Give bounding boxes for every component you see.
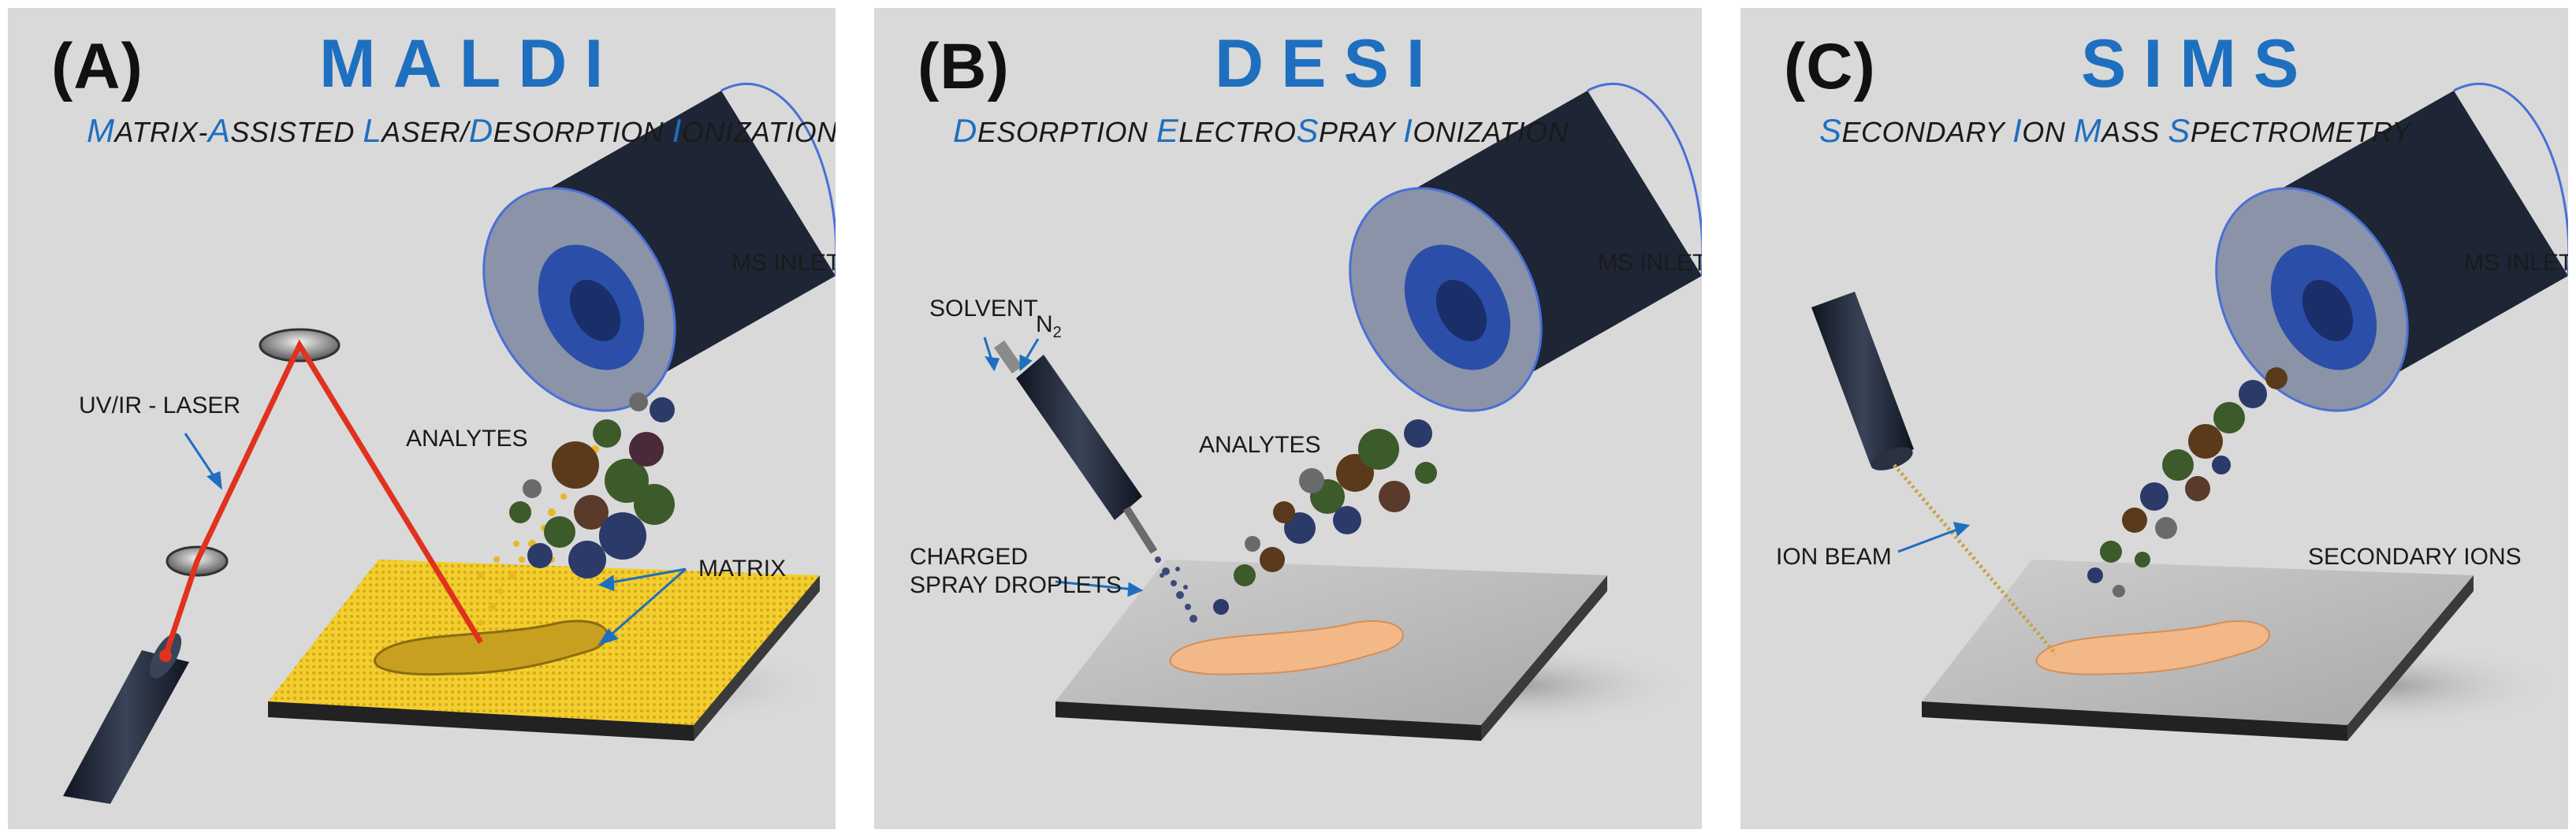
subtitle-word-rest: PRAY — [1318, 116, 1404, 148]
ms-inlet-label: MS INLET — [1598, 250, 1702, 276]
subtitle-word-rest: SSISTED — [230, 116, 363, 148]
subtitle-word-rest: ESORPTION — [493, 116, 672, 148]
sims-illustration — [1811, 83, 2568, 741]
sample-tissue — [2035, 620, 2270, 675]
slide-edge — [268, 701, 694, 741]
panel-letter: (A) — [51, 31, 143, 102]
technique-acronym: MALDI — [319, 26, 621, 102]
label-arrows — [983, 337, 1144, 597]
highlighted-initial: E — [1156, 112, 1179, 149]
panel-letter: (B) — [918, 31, 1010, 102]
ion-gun — [1811, 292, 1914, 471]
ms-inlet-label: MS INLET — [731, 250, 836, 276]
label-arrows — [184, 433, 687, 645]
ms-inlet-label: MS INLET — [2464, 250, 2568, 276]
droplets-label-line2: SPRAY DROPLETS — [910, 572, 1122, 598]
sample-tissue — [1169, 620, 1404, 675]
highlighted-initial: D — [953, 112, 977, 149]
technique-full-name: SECONDARY ION MASS SPECTROMETRY — [1819, 112, 2411, 150]
technique-acronym: DESI — [1215, 26, 1442, 102]
slide-edge-side — [694, 575, 820, 741]
analyte-spheres — [509, 392, 675, 578]
slide-edge — [1922, 701, 2347, 741]
highlighted-initial: I — [672, 112, 682, 149]
subtitle-word-rest: ECONDARY — [1841, 116, 2013, 148]
highlighted-initial: D — [468, 112, 493, 149]
highlighted-initial: S — [1296, 112, 1319, 149]
panel-sims: (C) SIMS SECONDARY ION MASS SPECTROMETRY… — [1740, 8, 2568, 829]
highlighted-initial: S — [2168, 112, 2191, 149]
analytes-label: ANALYTES — [406, 426, 528, 452]
ms-inlet — [482, 83, 836, 412]
n2-label: N2 — [1036, 311, 1062, 341]
technique-full-name: MATRIX-ASSISTED LASER/DESORPTION IONIZAT… — [87, 112, 836, 150]
panel-letter: (C) — [1784, 31, 1876, 102]
solvent-label: SOLVENT — [929, 296, 1038, 322]
subtitle-word-rest: ON — [2022, 116, 2074, 148]
highlighted-initial: L — [363, 112, 382, 149]
subtitle-word-rest: ESORPTION — [977, 116, 1156, 148]
subtitle-word-rest: ASER/ — [382, 116, 469, 148]
highlighted-initial: I — [2012, 112, 2023, 149]
slide-edge-side — [1481, 575, 1607, 741]
ion-beam — [1893, 463, 2057, 656]
slide-edge-side — [2347, 575, 2474, 741]
panel-desi: (B) DESI DESORPTION ELECTROSPRAY IONIZAT… — [874, 8, 1702, 829]
highlighted-initial: M — [87, 112, 115, 149]
secondary-ion-spheres — [2087, 367, 2288, 597]
subtitle-word-rest: ASS — [2101, 116, 2168, 148]
highlighted-initial: A — [207, 112, 231, 149]
laser-label: UV/IR - LASER — [79, 392, 241, 418]
subtitle-word-rest: PECTROMETRY — [2190, 116, 2411, 148]
laser-source — [63, 633, 189, 804]
spray-droplets — [1155, 556, 1197, 623]
secondary-ions-label: SECONDARY IONS — [2308, 544, 2522, 570]
subtitle-word-rest: ATRIX- — [114, 116, 208, 148]
droplets-label-line1: CHARGED — [910, 544, 1029, 570]
technique-full-name: DESORPTION ELECTROSPRAY IONIZATION — [953, 112, 1569, 150]
esi-sprayer — [993, 340, 1158, 554]
subtitle-word-rest: ONIZATION — [681, 116, 836, 148]
ms-inlet — [1349, 83, 1702, 412]
subtitle-word-rest: ONIZATION — [1413, 116, 1569, 148]
laser-beam — [162, 339, 483, 657]
sample-tissue — [374, 619, 609, 676]
analyte-spheres — [1213, 419, 1437, 615]
ms-inlet — [2215, 83, 2568, 412]
panel-maldi: (A) MALDI MATRIX-ASSISTED LASER/DESORPTI… — [8, 8, 836, 829]
subtitle-word-rest: LECTRO — [1178, 116, 1297, 148]
ion-beam-label: ION BEAM — [1776, 544, 1892, 570]
label-arrows — [1897, 522, 1971, 553]
analytes-label: ANALYTES — [1199, 432, 1321, 458]
desi-illustration — [983, 83, 1702, 741]
highlighted-initial: I — [1403, 112, 1413, 149]
maldi-illustration — [63, 83, 836, 804]
matrix-label: MATRIX — [698, 556, 787, 582]
technique-acronym: SIMS — [2081, 26, 2317, 102]
slide-edge — [1055, 701, 1481, 741]
highlighted-initial: M — [2073, 112, 2102, 149]
highlighted-initial: S — [1819, 112, 1842, 149]
